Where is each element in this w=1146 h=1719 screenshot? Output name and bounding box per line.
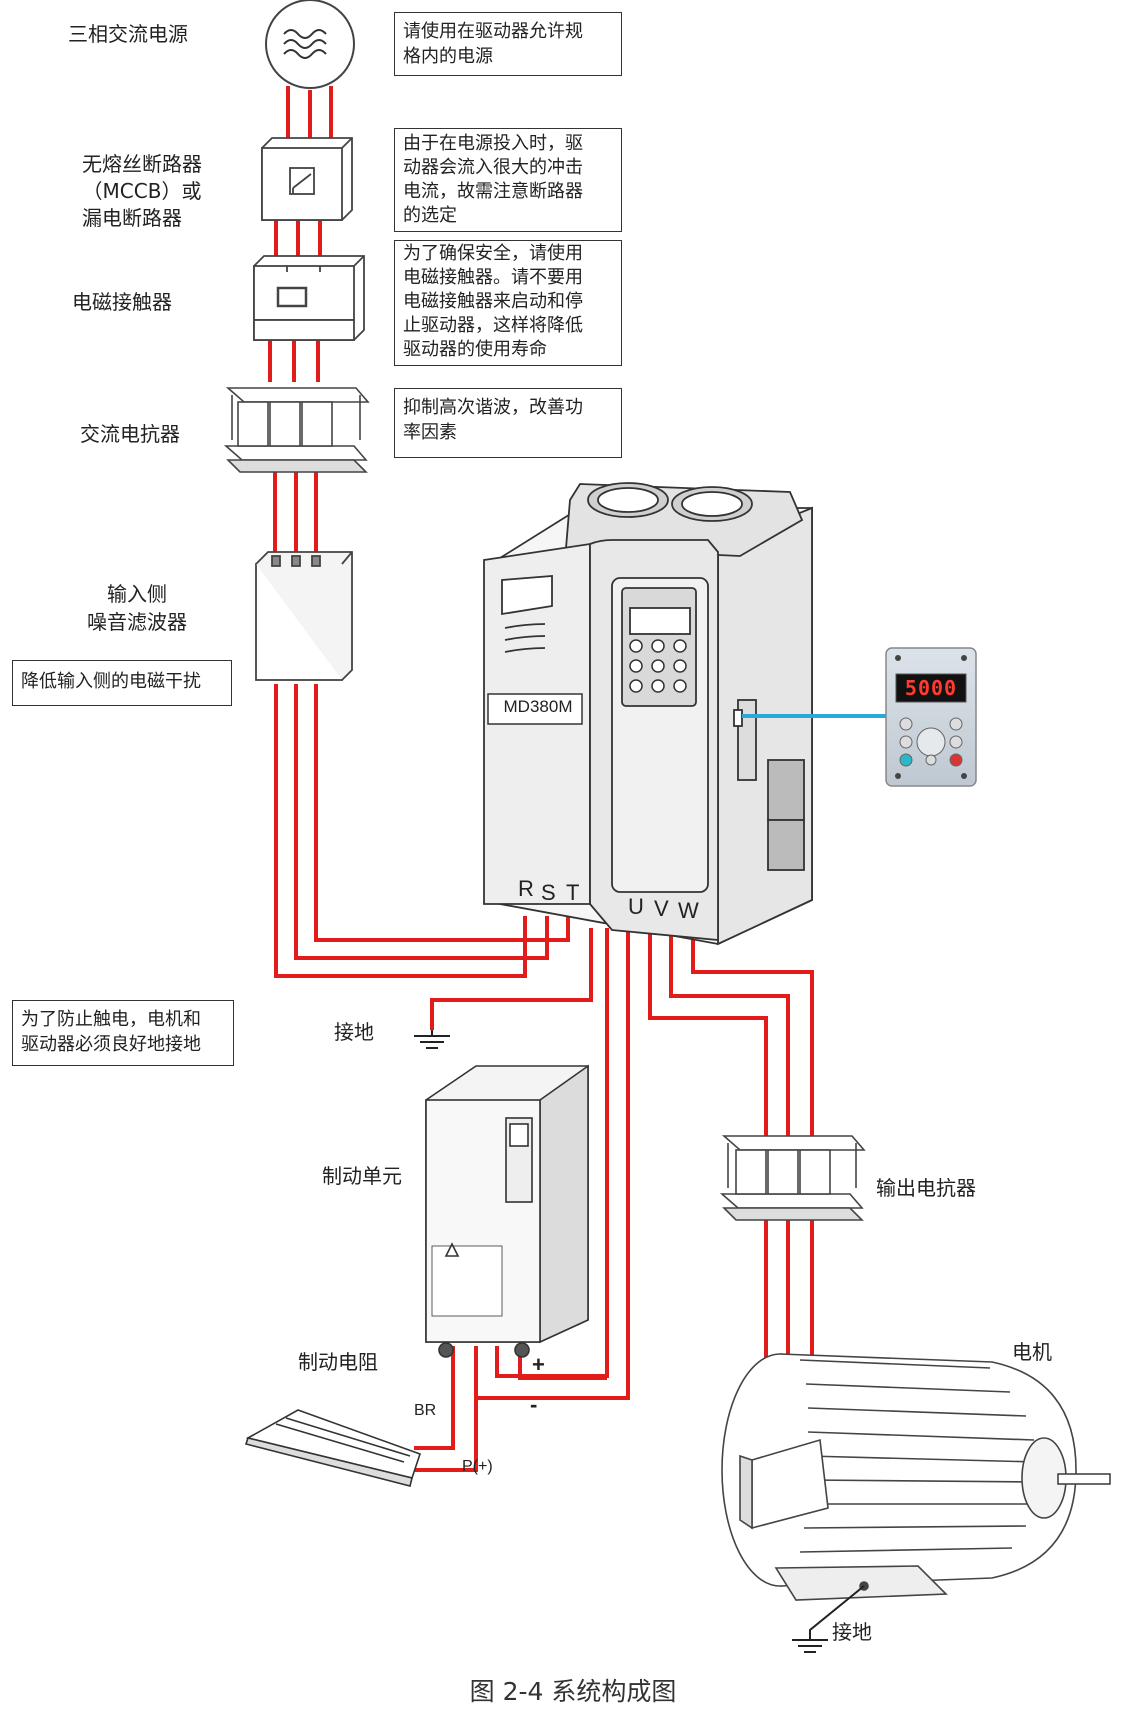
keypad-display: 5000 xyxy=(904,676,958,700)
breaker-device xyxy=(261,137,353,221)
terminal-BR: BR xyxy=(414,1402,437,1419)
model-plate xyxy=(487,693,583,725)
label-brake-unit: 制动单元 xyxy=(322,1164,402,1188)
note-contactor-line: 为了确保安全，请使用 xyxy=(403,243,583,264)
label-input-filter-line1: 输入侧 xyxy=(107,582,167,606)
label-breaker-line2: （MCCB）或 xyxy=(82,179,202,203)
note-breaker-line: 电流，故需注意断路器 xyxy=(403,181,583,202)
label-contactor: 电磁接触器 xyxy=(72,290,172,314)
terminal-W: W xyxy=(678,898,699,923)
brake-unit-device xyxy=(425,1064,589,1358)
label-input-filter-line2: 噪音滤波器 xyxy=(87,610,187,634)
drive-unit xyxy=(483,482,813,946)
terminal-P: P(+) xyxy=(462,1458,493,1475)
output-reactor-device xyxy=(719,1135,866,1221)
contactor-device xyxy=(253,255,365,341)
note-reactor: 抑制高次谐波，改善功 率因素 xyxy=(394,388,622,458)
label-ground-1: 接地 xyxy=(334,1020,374,1044)
ground-symbol-motor xyxy=(792,1585,865,1653)
note-filter-line: 降低输入侧的电磁干扰 xyxy=(21,671,201,692)
label-power-source: 三相交流电源 xyxy=(68,22,188,46)
input-wiring xyxy=(268,86,570,978)
terminal-R: R xyxy=(518,876,534,901)
label-breaker-line1: 无熔丝断路器 xyxy=(82,152,202,176)
note-contactor-line: 驱动器的使用寿命 xyxy=(403,339,547,360)
label-output-reactor: 输出电抗器 xyxy=(876,1176,976,1200)
ac-source-symbol xyxy=(265,0,355,89)
motor-device xyxy=(721,1353,1111,1601)
brake-resistor-device xyxy=(244,1409,422,1487)
note-power-line: 请使用在驱动器允许规 xyxy=(403,21,583,42)
note-contactor-line: 止驱动器，这样将降低 xyxy=(403,315,583,336)
note-breaker-line: 由于在电源投入时，驱 xyxy=(403,133,583,154)
terminal-T: T xyxy=(566,880,580,905)
note-ground-line: 为了防止触电，电机和 xyxy=(21,1009,201,1030)
note-ground: 为了防止触电，电机和 驱动器必须良好地接地 xyxy=(12,1000,234,1066)
terminal-U: U xyxy=(628,894,644,919)
output-wiring xyxy=(414,928,814,1472)
label-brake-resistor: 制动电阻 xyxy=(298,1350,378,1374)
ground-wire xyxy=(430,928,593,1030)
note-breaker-line: 的选定 xyxy=(403,205,457,226)
note-contactor: 为了确保安全，请使用 电磁接触器。请不要用 电磁接触器来启动和停 止驱动器，这样… xyxy=(394,240,622,366)
input-filter-device xyxy=(255,551,353,681)
note-filter: 降低输入侧的电磁干扰 xyxy=(12,660,232,706)
label-ground-2: 接地 xyxy=(832,1620,872,1644)
note-contactor-line: 电磁接触器来启动和停 xyxy=(403,291,583,312)
note-ground-line: 驱动器必须良好地接地 xyxy=(21,1034,201,1055)
label-breaker-line3: 漏电断路器 xyxy=(82,206,182,230)
terminal-V: V xyxy=(654,896,669,921)
drive-keypad-buttons xyxy=(629,639,687,693)
note-reactor-line: 率因素 xyxy=(403,422,457,443)
ground-symbol xyxy=(414,1030,450,1049)
remote-keypad xyxy=(885,647,977,787)
figure-caption: 图 2-4 系统构成图 xyxy=(469,1677,677,1706)
note-reactor-line: 抑制高次谐波，改善功 xyxy=(403,397,583,418)
label-motor: 电机 xyxy=(1012,1340,1052,1364)
note-power-line: 格内的电源 xyxy=(403,46,493,67)
terminal-minus: - xyxy=(530,1392,538,1417)
note-breaker: 由于在电源投入时，驱 动器会流入很大的冲击 电流，故需注意断路器 的选定 xyxy=(394,128,622,232)
input-reactor-device xyxy=(223,387,370,473)
label-ac-reactor: 交流电抗器 xyxy=(80,422,180,446)
note-contactor-line: 电磁接触器。请不要用 xyxy=(403,267,583,288)
note-breaker-line: 动器会流入很大的冲击 xyxy=(403,157,583,178)
model-label: MD380M xyxy=(503,697,573,716)
terminal-S: S xyxy=(541,880,556,905)
terminal-plus: + xyxy=(532,1352,545,1377)
note-power: 请使用在驱动器允许规 格内的电源 xyxy=(394,12,622,76)
